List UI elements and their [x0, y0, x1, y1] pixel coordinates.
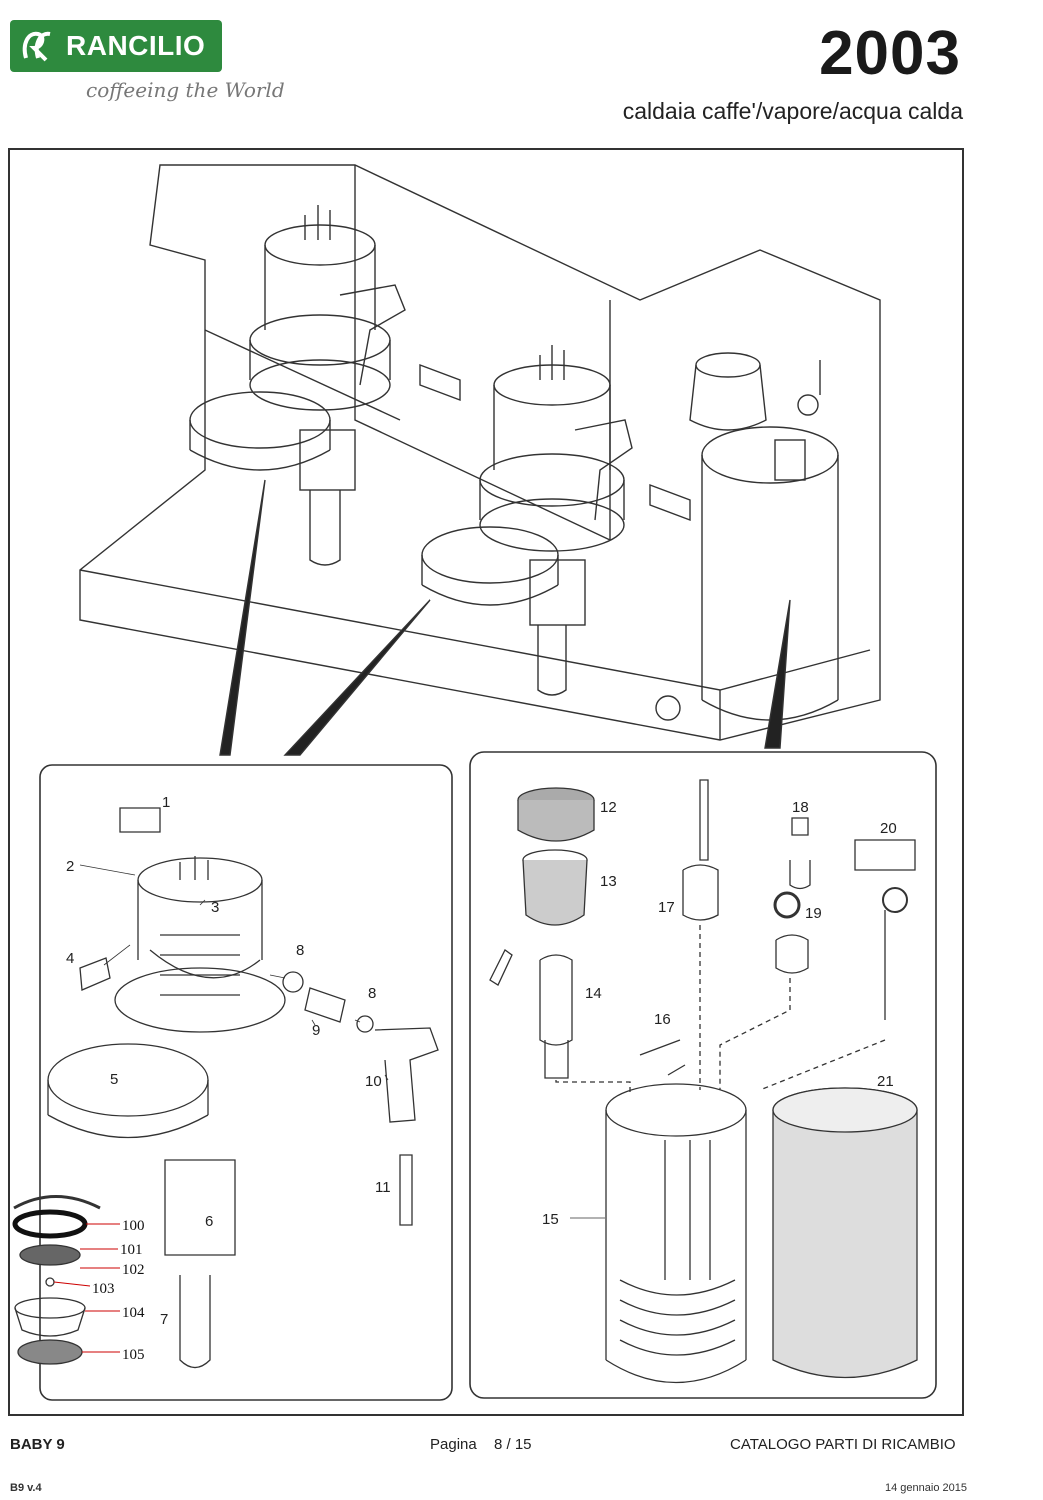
callout-5: 5 [110, 1071, 118, 1088]
coffee-boiler-exploded [47, 807, 439, 1369]
diagram-frame [8, 148, 964, 1416]
detail-panel-left [39, 764, 453, 1401]
footer-product: BABY 9 [10, 1436, 65, 1453]
callout-2: 2 [66, 858, 74, 875]
footer-date: 14 gennaio 2015 [885, 1482, 967, 1494]
brand-logo: RANCILIO [10, 20, 222, 72]
callout-102: 102 [122, 1262, 145, 1278]
callout-8b: 8 [368, 985, 376, 1002]
callout-15: 15 [542, 1211, 559, 1228]
detail-panel-right [469, 751, 937, 1399]
callout-105: 105 [122, 1347, 145, 1363]
callout-104: 104 [122, 1305, 145, 1321]
callout-10: 10 [365, 1073, 382, 1090]
portafilter-parts [12, 1195, 120, 1365]
page-subtitle: caldaia caffe'/vapore/acqua calda [622, 98, 963, 124]
callout-11: 11 [375, 1179, 391, 1196]
callout-12: 12 [600, 799, 617, 816]
callout-4: 4 [66, 950, 74, 967]
footer-catalog: CATALOGO PARTI DI RICAMBIO [730, 1436, 956, 1453]
chassis-outline [79, 164, 881, 741]
callout-1: 1 [162, 794, 170, 811]
brand-tagline: coffeeing the World [86, 78, 285, 102]
footer-page-label: Pagina [430, 1436, 477, 1453]
boiler-assembly-2 [421, 345, 633, 696]
footer-page-number: 8 / 15 [494, 1436, 532, 1453]
callout-8a: 8 [296, 942, 304, 959]
callout-103: 103 [92, 1281, 115, 1297]
footer-version: B9 v.4 [10, 1482, 42, 1494]
callout-6: 6 [205, 1213, 213, 1230]
callout-9: 9 [312, 1022, 320, 1039]
page-title: 2003 [819, 19, 961, 88]
callout-18: 18 [792, 799, 809, 816]
callout-20: 20 [880, 820, 897, 837]
steam-boiler-exploded [489, 779, 918, 1384]
brand-name: RANCILIO [66, 30, 206, 61]
callout-13: 13 [600, 873, 617, 890]
logo-mark-icon [22, 31, 51, 62]
callout-17: 17 [658, 899, 675, 916]
callout-3: 3 [211, 899, 219, 916]
boiler-assembly-1 [189, 205, 406, 566]
callout-101: 101 [120, 1242, 143, 1258]
callout-14: 14 [585, 985, 602, 1002]
callout-100: 100 [122, 1218, 145, 1234]
callout-19: 19 [805, 905, 822, 922]
callout-21: 21 [877, 1073, 894, 1090]
callout-7: 7 [160, 1311, 168, 1328]
callout-16: 16 [654, 1011, 671, 1028]
steam-boiler-assembly [689, 352, 839, 721]
